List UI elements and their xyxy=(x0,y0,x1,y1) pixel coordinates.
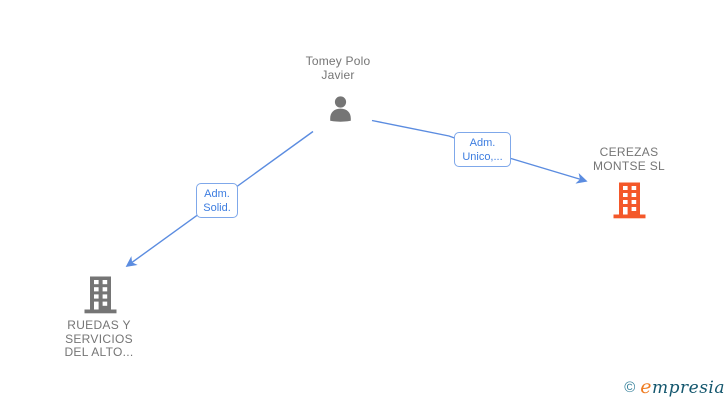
copyright-icon: © xyxy=(624,379,636,396)
edge-label-adm-unico[interactable]: Adm. Unico,... xyxy=(454,132,511,167)
company-name-line2: SERVICIOS xyxy=(65,331,133,346)
person-name-line1: Tomey Polo xyxy=(305,54,371,68)
company-name-line1: RUEDAS Y xyxy=(67,318,131,332)
empresia-logo-first-letter: e xyxy=(640,376,652,398)
edge-label-adm-solid[interactable]: Adm. Solid. xyxy=(196,183,238,218)
edge-label-line1: Adm. xyxy=(469,136,496,149)
company-name-line1: CEREZAS xyxy=(599,145,659,159)
company-name-line2: MONTSE SL xyxy=(592,158,666,173)
company-cerezas-building-icon[interactable] xyxy=(611,182,648,219)
edge-label-line2: Solid. xyxy=(203,201,231,214)
edge-label-line2: Unico,... xyxy=(462,150,503,163)
person-icon[interactable] xyxy=(325,95,356,124)
company-cerezas-label: CEREZAS MONTSE SL xyxy=(569,145,689,173)
person-name-line2: Javier xyxy=(321,68,355,82)
empresia-watermark[interactable]: © empresia xyxy=(624,377,725,398)
edge-label-line1: Adm. xyxy=(204,187,230,200)
company-ruedas-building-icon[interactable] xyxy=(82,276,119,314)
company-ruedas-label: RUEDAS Y SERVICIOS DEL ALTO... xyxy=(39,318,159,360)
person-node-label: Tomey Polo Javier xyxy=(270,54,406,82)
company-name-line3: DEL ALTO... xyxy=(64,345,134,359)
empresia-logo-rest: mpresia xyxy=(652,378,725,398)
empresia-logo: empresia xyxy=(640,377,725,398)
